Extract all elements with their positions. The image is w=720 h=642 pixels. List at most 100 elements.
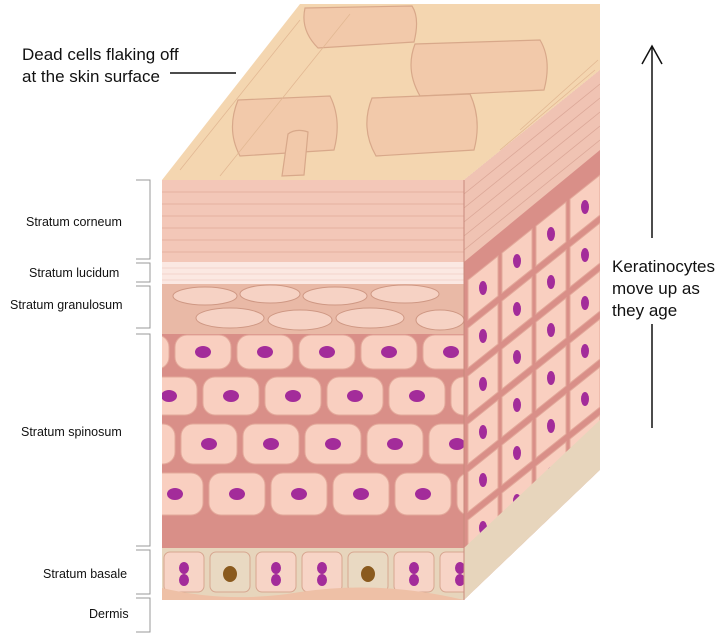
spinosum-cell xyxy=(264,376,322,416)
side-cell xyxy=(569,317,600,385)
side-cell xyxy=(501,227,533,295)
keratinocyte-caption-line: move up as xyxy=(612,279,700,298)
spinosum-cell xyxy=(394,472,452,516)
nucleus xyxy=(479,329,487,343)
nucleus xyxy=(415,488,431,500)
nucleus xyxy=(479,377,487,391)
side-cell xyxy=(501,323,533,391)
label-stratum-basale: Stratum basale xyxy=(43,567,128,581)
spinosum-cell xyxy=(162,472,204,516)
spinosum-cells xyxy=(139,334,464,516)
nucleus xyxy=(581,200,589,214)
bracket-basale xyxy=(136,549,151,595)
upward-arrow-icon xyxy=(641,44,663,428)
side-cell xyxy=(467,302,499,370)
basal-cell xyxy=(301,551,343,593)
nucleus xyxy=(513,350,521,364)
side-cell xyxy=(569,269,600,337)
spinosum-cell xyxy=(450,376,464,416)
bracket-dermis xyxy=(136,597,151,633)
layer-dermis xyxy=(162,587,464,600)
spinosum-cell xyxy=(180,423,238,465)
nucleus xyxy=(353,488,369,500)
bracket-granulosum xyxy=(136,285,151,329)
dead-cell-flakes xyxy=(231,5,548,177)
surface-caption-line: Dead cells flaking off xyxy=(22,45,179,64)
nucleus xyxy=(271,562,281,574)
nucleus xyxy=(547,419,555,433)
side-cell xyxy=(569,173,600,241)
basal-cell xyxy=(163,551,205,593)
side-cell xyxy=(467,254,499,322)
nucleus xyxy=(179,562,189,574)
keratinocyte-caption-line: Keratinocytes xyxy=(612,257,715,276)
spinosum-cell xyxy=(388,376,446,416)
surface-caption: Dead cells flaking off at the skin surfa… xyxy=(22,44,222,88)
nucleus xyxy=(325,438,341,450)
label-dermis: Dermis xyxy=(89,607,129,621)
nucleus xyxy=(449,438,464,450)
spinosum-cell xyxy=(236,334,294,370)
nucleus xyxy=(547,323,555,337)
nucleus xyxy=(409,574,419,586)
label-stratum-corneum: Stratum corneum xyxy=(26,215,122,229)
label-stratum-spinosum: Stratum spinosum xyxy=(21,425,122,439)
nucleus xyxy=(513,254,521,268)
basal-cell xyxy=(255,551,297,593)
spinosum-cell xyxy=(422,334,464,370)
nucleus xyxy=(455,574,464,586)
side-cell xyxy=(467,350,499,418)
side-cell xyxy=(467,398,499,466)
nucleus xyxy=(229,488,245,500)
spinosum-cell xyxy=(208,472,266,516)
nucleus xyxy=(139,438,155,450)
side-cell xyxy=(535,200,567,268)
nucleus xyxy=(201,438,217,450)
layer-lucidum xyxy=(162,262,464,284)
nucleus xyxy=(347,390,363,402)
basal-cell xyxy=(439,551,464,593)
nucleus xyxy=(167,488,183,500)
label-stratum-lucidum: Stratum lucidum xyxy=(29,266,120,280)
side-cells xyxy=(467,173,600,562)
side-corneum xyxy=(464,70,600,262)
nucleus xyxy=(263,438,279,450)
nucleus xyxy=(513,302,521,316)
dead-cell-flake xyxy=(303,5,418,49)
nucleus xyxy=(195,346,211,358)
nucleus xyxy=(443,346,459,358)
nucleus xyxy=(409,562,419,574)
layer-brackets xyxy=(136,179,151,633)
side-cell xyxy=(535,248,567,316)
spinosum-cell xyxy=(456,473,464,515)
nucleus xyxy=(387,438,403,450)
basal-cell xyxy=(393,551,435,593)
nucleus xyxy=(479,473,487,487)
side-cell xyxy=(501,275,533,343)
side-cell xyxy=(535,296,567,364)
side-cell xyxy=(535,392,567,460)
spinosum-cell xyxy=(174,334,232,370)
nucleus xyxy=(317,574,327,586)
nucleus xyxy=(317,562,327,574)
spinosum-cell xyxy=(428,423,464,465)
basal-cell xyxy=(347,551,389,593)
melanocyte xyxy=(361,566,375,582)
label-stratum-granulosum: Stratum granulosum xyxy=(10,298,123,312)
dead-cell-flake xyxy=(410,39,548,97)
nucleus xyxy=(271,574,281,586)
nucleus xyxy=(513,446,521,460)
spinosum-cell xyxy=(332,472,390,516)
spinosum-cell xyxy=(162,335,170,369)
spinosum-cell xyxy=(202,376,260,416)
nucleus xyxy=(581,248,589,262)
nucleus xyxy=(513,398,521,412)
side-cell xyxy=(501,371,533,439)
nucleus xyxy=(257,346,273,358)
nucleus xyxy=(285,390,301,402)
spinosum-cell xyxy=(360,334,418,370)
nucleus xyxy=(179,574,189,586)
nucleus xyxy=(319,346,335,358)
nucleus xyxy=(581,296,589,310)
nucleus xyxy=(479,281,487,295)
